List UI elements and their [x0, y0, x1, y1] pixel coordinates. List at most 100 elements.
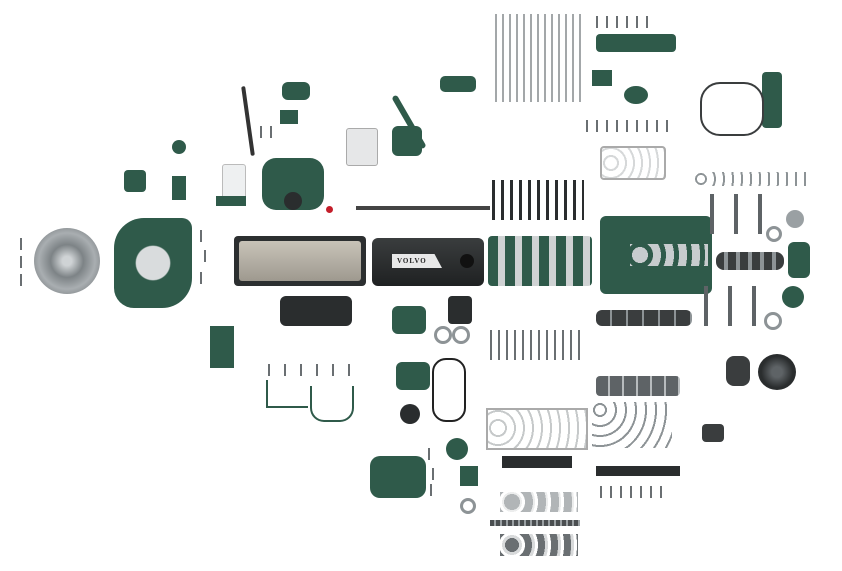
bolt	[586, 120, 588, 132]
bracket	[124, 170, 146, 192]
bolt	[616, 16, 618, 28]
drive-belt	[432, 358, 466, 422]
turbo-part	[726, 356, 750, 386]
bolt	[200, 230, 202, 242]
valve-cover: VOLVO	[372, 238, 484, 286]
bolt	[626, 120, 628, 132]
rocker-arm	[592, 70, 612, 86]
housing	[392, 126, 422, 156]
bolt	[270, 126, 272, 138]
bolt	[596, 120, 598, 132]
seal	[452, 326, 470, 344]
bolt	[620, 486, 622, 498]
bracket	[172, 176, 186, 200]
bolt	[20, 238, 22, 250]
bolt	[204, 250, 206, 262]
bolt	[660, 486, 662, 498]
pulley	[782, 286, 804, 308]
bolt	[610, 486, 612, 498]
bolt	[640, 486, 642, 498]
camshaft-cover	[502, 456, 572, 468]
bolt	[20, 274, 22, 286]
bracket	[172, 140, 186, 154]
timing-chain	[490, 520, 580, 526]
bolt	[630, 486, 632, 498]
bolt	[626, 16, 628, 28]
piston-rings	[694, 172, 810, 186]
bolt	[284, 364, 286, 376]
bolt	[200, 272, 202, 284]
gasket	[600, 146, 666, 180]
bolt	[606, 16, 608, 28]
damper	[788, 242, 810, 278]
timing-gears	[500, 492, 578, 512]
bolt	[348, 364, 350, 376]
seal-ring	[460, 498, 476, 514]
ecu	[346, 128, 378, 166]
alternator-bracket	[396, 362, 430, 390]
pipe	[266, 380, 308, 408]
seal-ring	[766, 226, 782, 242]
bolt	[646, 120, 648, 132]
fuel-filter	[222, 164, 246, 200]
bolt	[616, 120, 618, 132]
gear-set	[500, 534, 578, 556]
bracket	[210, 326, 234, 368]
bolt	[666, 120, 668, 132]
turbocharger	[758, 354, 796, 390]
rocker-arm-shaft	[596, 34, 676, 52]
flywheel	[34, 228, 100, 294]
bracket	[392, 306, 426, 334]
injectors	[490, 14, 582, 102]
bolt	[656, 120, 658, 132]
bracket	[280, 110, 298, 124]
bolt	[332, 364, 334, 376]
bolt	[596, 16, 598, 28]
cylinder-head	[488, 236, 592, 286]
fuel-rail	[356, 206, 490, 210]
oil-pump	[280, 296, 352, 326]
connecting-rods	[694, 286, 774, 326]
water-pump	[370, 456, 426, 498]
seal-rings	[592, 402, 672, 448]
seal	[434, 326, 452, 344]
pump	[282, 82, 310, 100]
intake-elbow	[448, 296, 472, 324]
pump-cap	[284, 192, 302, 210]
pipe	[310, 386, 354, 422]
fuel-pipe	[241, 86, 255, 156]
pushrods	[484, 330, 580, 360]
bolt	[600, 486, 602, 498]
tensioner	[400, 404, 420, 424]
bolt	[606, 120, 608, 132]
bolt	[432, 468, 434, 480]
valves	[492, 180, 584, 220]
volvo-logo: VOLVO	[397, 257, 427, 265]
bolt	[430, 484, 432, 496]
seal-ring	[764, 312, 782, 330]
bolt	[636, 16, 638, 28]
pistons	[596, 376, 680, 396]
connecting-rods	[700, 194, 780, 234]
oil-pan	[234, 236, 366, 286]
pulley	[446, 438, 468, 460]
rocker-arm	[624, 86, 648, 104]
cylinder-liners	[596, 310, 692, 326]
bolt	[636, 120, 638, 132]
red-cap	[326, 206, 333, 213]
thermostat-housing	[440, 76, 476, 92]
fuel-filter-base	[216, 196, 246, 206]
bolt	[428, 448, 430, 460]
oil-cooler	[762, 72, 782, 128]
bolt	[650, 486, 652, 498]
bearing-caps	[596, 466, 680, 476]
bolt	[260, 126, 262, 138]
wiring-harness	[700, 82, 764, 136]
bolt	[316, 364, 318, 376]
crankshaft	[716, 252, 784, 270]
flywheel-housing	[114, 218, 192, 308]
bolt	[646, 16, 648, 28]
gear	[786, 210, 804, 228]
bolt	[300, 364, 302, 376]
